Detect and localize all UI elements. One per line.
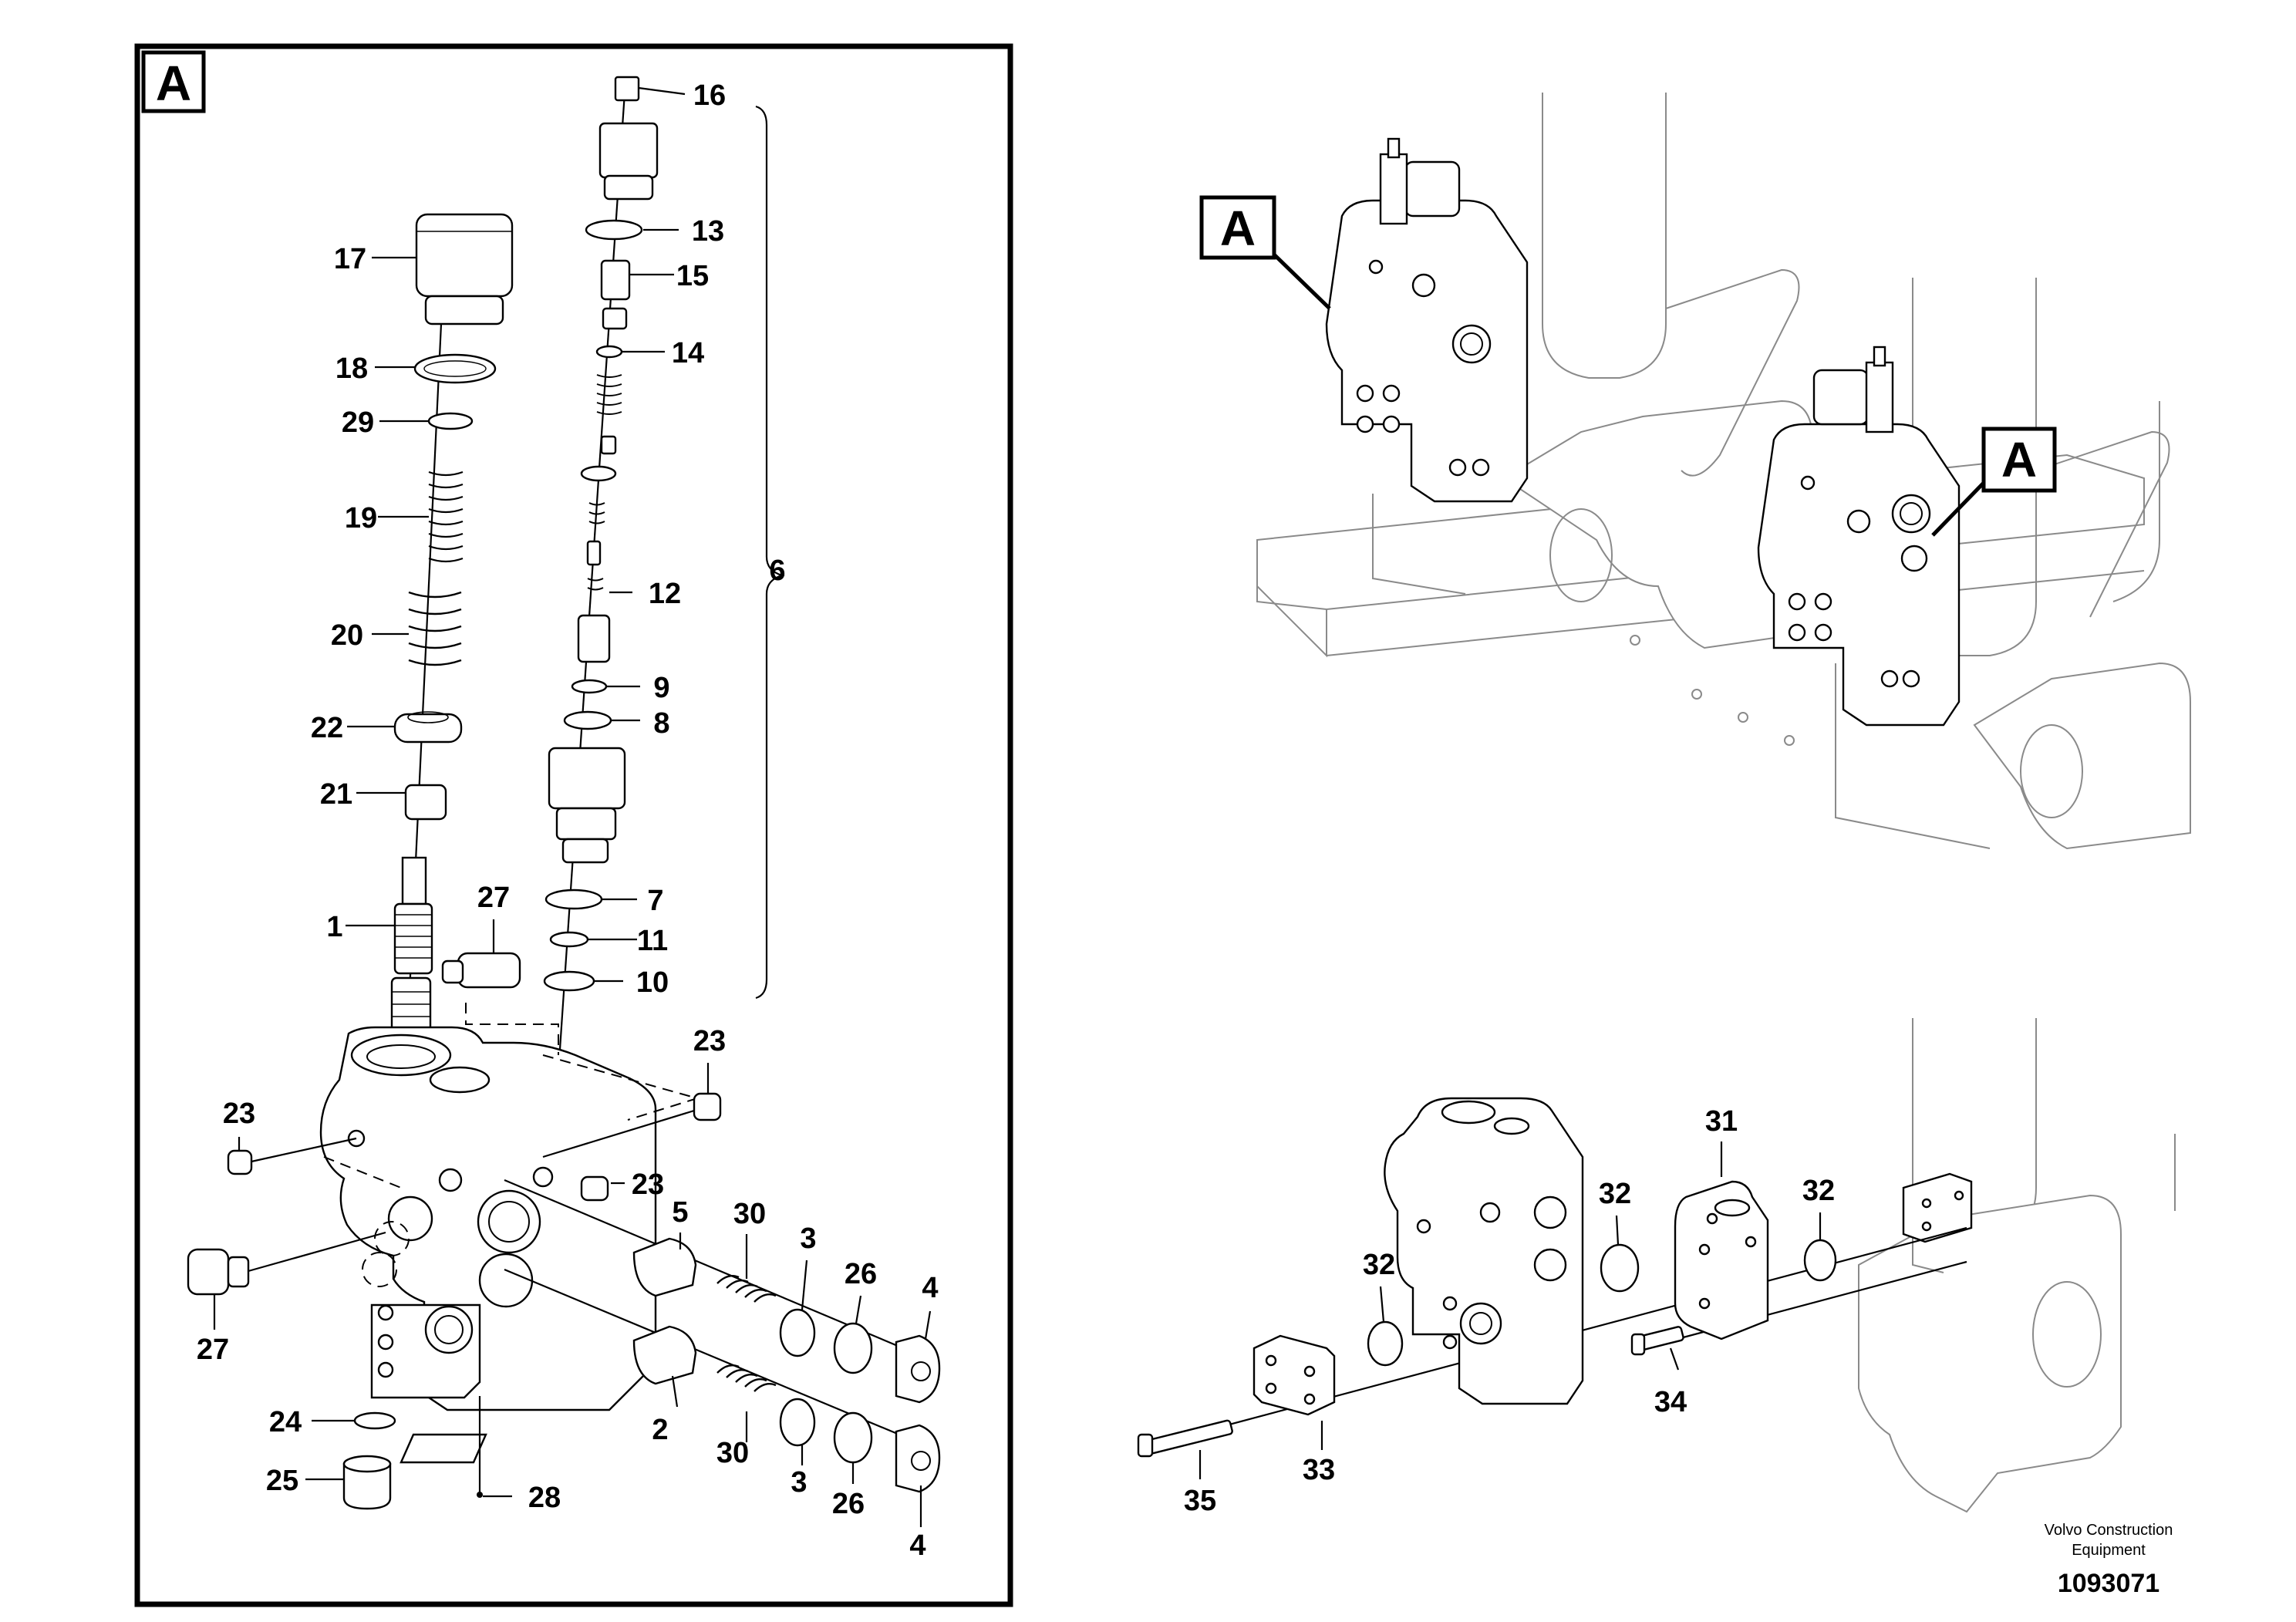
valve-overview-left [1325, 137, 1529, 503]
callout-23-right-top: 23 [693, 1025, 726, 1057]
callout-26-upper: 26 [845, 1258, 877, 1290]
callout-24: 24 [269, 1406, 302, 1438]
callout-3-upper: 3 [800, 1222, 816, 1255]
callout-34: 34 [1654, 1386, 1687, 1418]
callout-14: 14 [672, 337, 704, 369]
callout-26-lower: 26 [832, 1488, 865, 1520]
mount-callout-labels: 32 32 32 31 34 33 35 [1184, 1105, 1835, 1517]
callout-31: 31 [1705, 1105, 1738, 1138]
callout-8: 8 [653, 707, 669, 740]
callout-25: 25 [266, 1465, 298, 1497]
group-brace [755, 105, 785, 1000]
mount-overview [1858, 1018, 2176, 1513]
callout-18: 18 [335, 352, 368, 385]
svg-text:A: A [2001, 432, 2037, 487]
callout-22: 22 [311, 712, 343, 744]
o-ring-32-left [1367, 1320, 1404, 1367]
callout-16: 16 [693, 79, 726, 112]
o-ring-32-right [1803, 1239, 1837, 1282]
callout-7: 7 [647, 885, 663, 917]
valve-body [319, 1026, 657, 1411]
brand-line-1: Volvo Construction [2045, 1522, 2173, 1539]
shim-28 [400, 1433, 487, 1464]
svg-text:A: A [1220, 201, 1256, 256]
callout-leaders [213, 86, 932, 1527]
callout-28: 28 [528, 1482, 561, 1514]
detail-view-tag: A [141, 50, 206, 113]
overview-view-tag-left: A [1199, 195, 1331, 310]
brand-line-2: Equipment [2072, 1542, 2146, 1559]
hidden-line [323, 1156, 402, 1189]
callout-2: 2 [652, 1414, 668, 1446]
bolt-35 [1137, 1419, 1233, 1458]
valve-exploded [1179, 1097, 1967, 1439]
callout-6: 6 [769, 555, 785, 587]
adapter-block-31 [1674, 1180, 1769, 1340]
callout-9: 9 [653, 672, 669, 704]
callout-12: 12 [649, 578, 681, 610]
plug-27-upper [441, 952, 521, 989]
spool-assembly-lower [504, 1268, 941, 1493]
callout-33: 33 [1303, 1454, 1335, 1486]
callout-27-lower: 27 [197, 1334, 229, 1366]
plug-23 [227, 1092, 722, 1202]
o-ring-32-mid [1600, 1243, 1640, 1293]
overview-view-tag-right: A [1931, 427, 2057, 537]
callout-11: 11 [637, 925, 668, 957]
callout-32-mid: 32 [1599, 1178, 1631, 1210]
callout-17: 17 [334, 243, 366, 275]
hidden-line [374, 1221, 410, 1256]
relief-valve-stack [390, 213, 514, 1074]
pressure-cartridge-stack [543, 76, 659, 1073]
callout-29: 29 [342, 406, 374, 439]
callout-35: 35 [1184, 1485, 1216, 1517]
callout-32-right: 32 [1802, 1175, 1835, 1207]
callout-32-left: 32 [1363, 1249, 1395, 1281]
plug-27-lower [187, 1231, 386, 1296]
spool-assembly-upper [504, 1179, 941, 1404]
callout-13: 13 [692, 215, 724, 248]
callout-3-lower: 3 [791, 1466, 807, 1499]
bolt-34 [1630, 1326, 1684, 1356]
mount-callout-leaders [1199, 1141, 1822, 1479]
callout-1: 1 [326, 911, 342, 943]
footer: Volvo Construction Equipment 1093071 [2045, 1522, 2173, 1598]
plate-33 [1253, 1334, 1336, 1416]
svg-text:A: A [156, 56, 191, 111]
callout-20: 20 [331, 619, 363, 652]
hidden-line [362, 1252, 397, 1287]
valve-overview-right [1757, 346, 1961, 727]
callout-labels: 16 13 15 14 6 12 9 8 7 11 10 17 18 29 19… [197, 79, 939, 1562]
callout-21: 21 [320, 778, 352, 811]
callout-15: 15 [676, 260, 709, 292]
machine-overview [1256, 93, 2191, 850]
callout-19: 19 [345, 502, 377, 534]
hidden-line [465, 1003, 559, 1055]
callout-27-upper: 27 [477, 882, 510, 914]
callout-10: 10 [636, 966, 669, 999]
callout-4-lower: 4 [909, 1529, 925, 1562]
o-ring-24 [353, 1411, 396, 1430]
plug-25 [342, 1455, 392, 1510]
callout-30-upper: 30 [733, 1198, 766, 1230]
detail-frame [134, 43, 1013, 1607]
callout-23-left: 23 [223, 1098, 255, 1130]
doc-number: 1093071 [2058, 1569, 2159, 1598]
callout-30-lower: 30 [716, 1437, 749, 1469]
callout-23-right: 23 [632, 1168, 664, 1201]
callout-5: 5 [672, 1196, 688, 1229]
callout-4-upper: 4 [922, 1272, 938, 1304]
